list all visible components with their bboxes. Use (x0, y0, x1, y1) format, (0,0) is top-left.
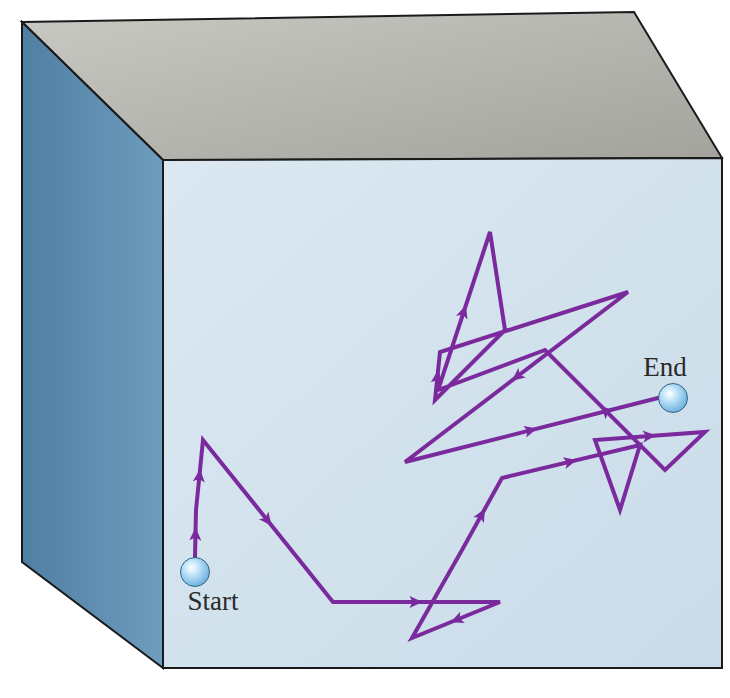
cube-front-face (163, 158, 722, 668)
point-label: Start (188, 587, 239, 617)
direction-arrowhead (259, 512, 276, 530)
direction-arrowhead (473, 506, 490, 523)
direction-arrowhead (410, 596, 423, 608)
particle-marker: End (651, 353, 695, 413)
point-label: End (643, 353, 687, 383)
particle-ball (180, 557, 210, 587)
direction-arrowhead (189, 527, 201, 540)
direction-arrowhead (448, 612, 465, 628)
direction-arrowhead (597, 402, 615, 420)
direction-arrowhead (456, 303, 471, 319)
direction-arrowhead (563, 454, 578, 469)
particle-marker: Start (170, 557, 221, 617)
direction-arrowhead (643, 430, 657, 443)
direction-arrowhead (193, 468, 206, 482)
random-walk-path (195, 232, 705, 638)
cube-side-face (22, 22, 163, 668)
direction-arrowhead (431, 369, 444, 383)
direction-arrowhead (523, 423, 539, 438)
direction-arrowhead (508, 368, 526, 385)
particle-ball (658, 383, 688, 413)
